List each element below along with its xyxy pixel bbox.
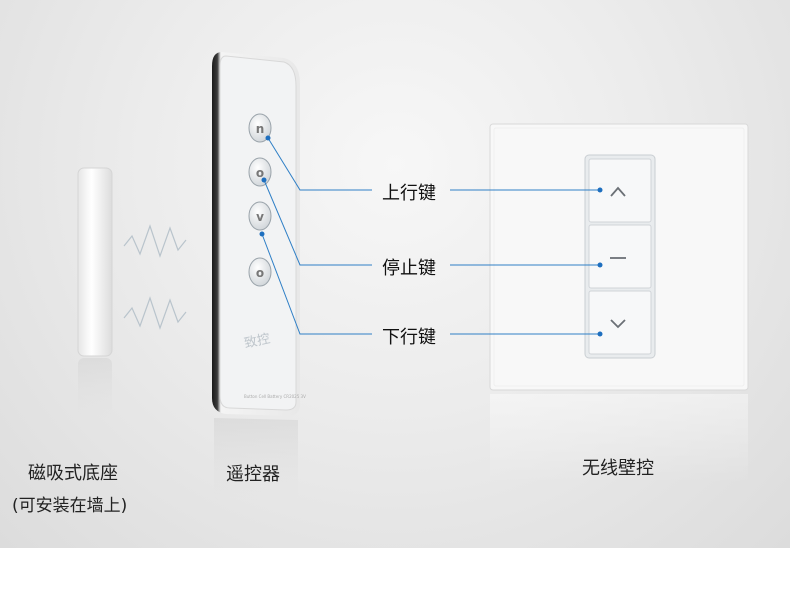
callout-lines — [261, 137, 600, 335]
product-scene: n o v o 致控 Button Cell Battery CR2025 3V — [0, 0, 790, 548]
caption-base: 磁吸式底座 — [28, 463, 118, 484]
caption-base-note: (可安装在墙上) — [12, 496, 128, 516]
switch-button-down — [588, 290, 652, 355]
remote-small-text: Button Cell Battery CR2025 3V — [244, 394, 306, 399]
remote-control: n o v o 致控 Button Cell Battery CR2025 3V — [212, 52, 306, 500]
caption-wall-switch: 无线壁控 — [582, 458, 654, 479]
bottom-whitespace — [0, 548, 790, 591]
remote-button-stop: o — [248, 157, 272, 187]
magnetic-base — [77, 167, 113, 418]
remote-button-label: v — [256, 210, 264, 224]
chevron-down-icon — [610, 319, 626, 329]
callout-up-key: 上行键 — [382, 183, 436, 204]
callout-stop-key: 停止键 — [382, 258, 436, 279]
chevron-up-icon — [610, 186, 626, 197]
remote-button-down: v — [248, 201, 272, 231]
remote-brand-logo: 致控 — [243, 332, 272, 352]
callout-down-key: 下行键 — [382, 327, 436, 348]
remote-button-label: o — [256, 266, 264, 280]
caption-remote: 遥控器 — [226, 464, 280, 485]
product-illustration: n o v o 致控 Button Cell Battery CR2025 3V — [77, 52, 749, 500]
wall-switch — [489, 123, 749, 484]
switch-button-stop — [588, 224, 652, 289]
remote-button-up: n — [248, 113, 272, 143]
callout-dots — [259, 135, 603, 337]
signal-wave-icon — [123, 224, 187, 330]
remote-button-label: n — [256, 122, 265, 136]
remote-button-extra: o — [248, 257, 272, 287]
remote-button-label: o — [256, 166, 264, 180]
